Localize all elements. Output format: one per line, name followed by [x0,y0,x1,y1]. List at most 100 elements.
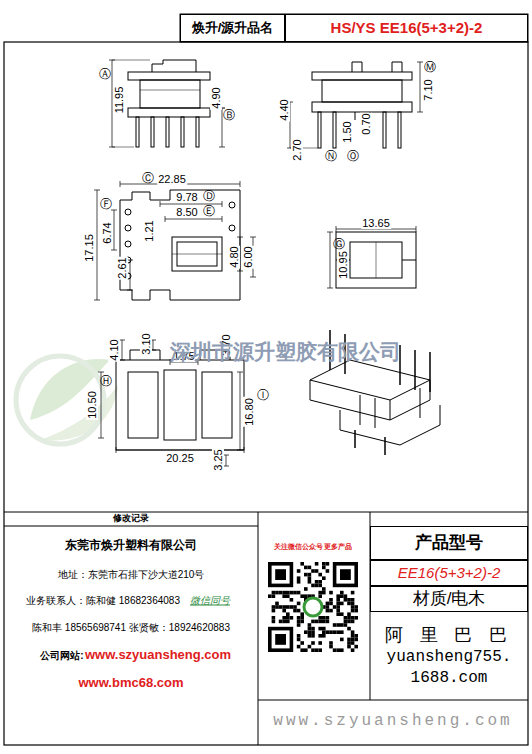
qr-logo [304,598,322,616]
pin-hole [125,241,131,247]
qr-module [318,594,322,598]
table-cell: EE16(5+3+2)-2 [370,560,528,586]
qr-module [311,630,315,634]
qr-module [297,591,301,595]
sheet-frame [4,42,528,745]
qr-module [340,638,344,642]
pin-hole [229,202,235,208]
bobbin-core [322,80,402,102]
table-line [258,512,259,745]
qr-module [329,591,333,595]
qr-module [311,620,315,624]
qr-module [318,648,322,652]
dimension-line [222,108,223,147]
qr-module [297,620,301,624]
qr-module [297,609,301,613]
pin-hole [229,225,235,231]
qr-module [333,630,337,634]
bobbin-front [116,360,244,450]
qr-module [315,562,319,566]
info-text: www.bmc68.com [79,676,184,690]
qr-module [308,623,312,627]
dimension-tick [116,447,117,453]
qr-module [336,605,340,609]
qr-module [322,634,326,638]
qr-module [290,605,294,609]
dimension-value: 3.25 [212,448,224,471]
dimension-value: 10.50 [86,390,98,420]
qr-module [304,630,308,634]
qr-finder [268,562,293,587]
qr-module [340,623,344,627]
qr-module [318,580,322,584]
dimension-tick [237,271,243,272]
dimension-tick [219,147,225,148]
iso-pin [429,352,431,392]
callout-letter: Ⓜ [424,61,436,74]
qr-module [322,630,326,634]
qr-module [297,616,301,620]
dimension-value: 17.15 [83,233,95,263]
extension-line [112,147,134,148]
qr-module [308,645,312,649]
qr-module [340,594,344,598]
qr-module [347,612,351,616]
qr-module [326,616,330,620]
qr-module [293,609,297,613]
bobbin-pin [318,112,321,148]
table-cell: 阿 里 巴 巴yuansheng755.1688.com [370,612,528,700]
qr-module [300,616,304,620]
qr-module [268,594,272,598]
qr-module [322,620,326,624]
qr-module [282,594,286,598]
cell-text: 修改记录 [113,513,149,525]
qr-finder [272,566,290,584]
qr-module [326,609,330,613]
dimension-line [160,204,222,205]
table-cell: 材质/电木 [370,586,528,612]
dimension-tick [120,181,121,187]
qr-module [326,630,330,634]
info-text: www.szyuansheng.com [273,713,512,731]
qr-module [351,598,355,602]
dimension-tick [98,372,104,373]
dimension-line [97,190,98,300]
iso-pin [414,350,416,390]
qr-module [282,609,286,613]
qr-module [354,609,358,613]
info-text: 业务联系人：陈和健 18682364083 [26,595,180,606]
qr-module [308,573,312,577]
qr-module [340,648,344,652]
qr-finder [275,569,286,580]
dimension-line [226,455,227,466]
qr-module [336,602,340,606]
qr-module [351,620,355,624]
qr-module [318,584,322,588]
qr-module [333,605,337,609]
qr-module [318,616,322,620]
qr-module [322,566,326,570]
qr-module [308,627,312,631]
hidden-line [140,90,200,91]
qr-module [326,620,330,624]
qr-module [326,569,330,573]
qr-finder [333,562,358,587]
callout-letter: Ⓘ [257,389,269,402]
callout-letter: Ⓒ [142,172,154,185]
qr-module [347,616,351,620]
qr-frame [266,560,360,654]
qr-module [279,620,283,624]
iso-core [360,388,420,428]
dimension-line [330,232,331,288]
dimension-tick [222,201,223,207]
cell-text: yuansheng755. [387,647,512,668]
qr-module [326,605,330,609]
callout-letter: Ⓝ [325,150,337,163]
qr-module [336,598,340,602]
dimension-value: 0.70 [360,112,372,135]
table-cell: 焕升/源升品名 [180,14,285,42]
qr-module [351,591,355,595]
qr-module [351,641,355,645]
bobbin-pin [166,117,169,147]
dimension-value: 6.00 [242,245,254,268]
